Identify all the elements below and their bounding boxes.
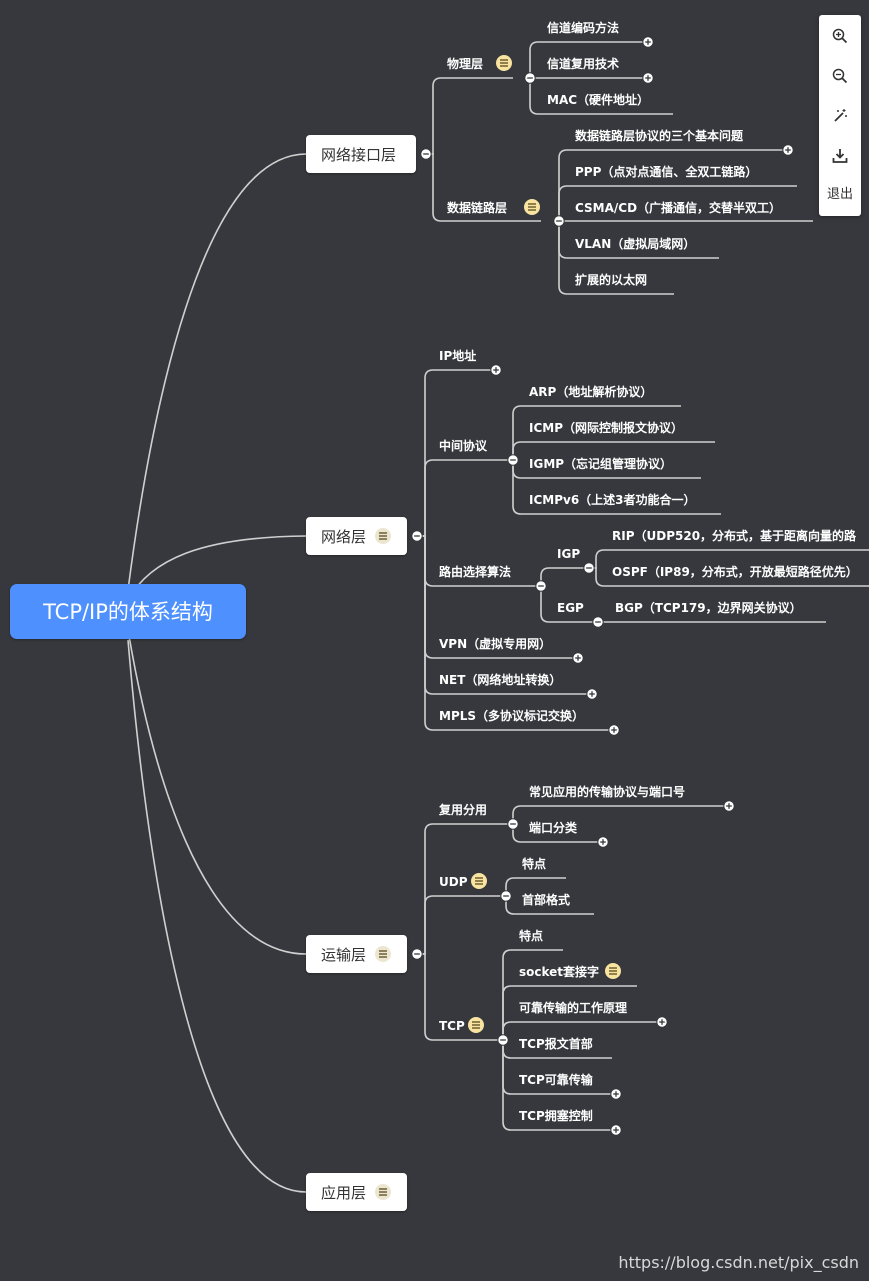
node-datalink-item[interactable]: 数据链路层协议的三个基本问题	[575, 128, 744, 143]
note-icon[interactable]	[524, 199, 540, 215]
expand-toggle[interactable]	[642, 36, 654, 48]
layer-node-transport[interactable]: 运输层	[306, 935, 407, 973]
node-middle-item[interactable]: ARP（地址解析协议）	[529, 384, 652, 399]
node-tcp-item[interactable]: 特点	[519, 928, 543, 943]
collapse-toggle[interactable]	[507, 454, 519, 466]
network-connectors	[417, 369, 869, 731]
layer-label: 运输层	[321, 946, 366, 964]
expand-toggle[interactable]	[572, 652, 584, 664]
collapse-toggle[interactable]	[497, 1034, 509, 1046]
node-tcp-item[interactable]: TCP报文首部	[519, 1036, 593, 1051]
node-physical[interactable]: 物理层	[447, 56, 483, 71]
layer-node-network[interactable]: 网络层	[306, 517, 407, 555]
node-physical-item[interactable]: MAC（硬件地址）	[547, 92, 649, 107]
zoom-in-icon	[832, 28, 848, 44]
node-datalink-item[interactable]: CSMA/CD（广播通信，交替半双工）	[575, 200, 781, 215]
node-physical-item[interactable]: 信道复用技术	[547, 56, 619, 71]
expand-toggle[interactable]	[610, 1124, 622, 1136]
exit-button[interactable]: 退出	[826, 187, 853, 202]
collapse-toggle[interactable]	[535, 580, 547, 592]
collapse-toggle[interactable]	[420, 148, 432, 160]
expand-toggle[interactable]	[782, 144, 794, 156]
collapse-toggle[interactable]	[411, 530, 423, 542]
node-datalink-item[interactable]: 扩展的以太网	[575, 272, 647, 287]
node-mux-item[interactable]: 端口分类	[529, 820, 578, 835]
network-nodes: IP地址 中间协议 ARP（地址解析协议） ICMP（网际控制报文协议） IGM…	[439, 348, 858, 723]
node-vpn[interactable]: VPN（虚拟专用网）	[439, 636, 551, 651]
layer-label: 网络接口层	[321, 146, 396, 164]
node-datalink-item[interactable]: PPP（点对点通信、全双工链路）	[575, 164, 757, 179]
note-icon[interactable]	[375, 1184, 391, 1200]
node-igp[interactable]: IGP	[557, 547, 580, 561]
expand-toggle[interactable]	[490, 364, 502, 376]
layer-node-network-interface[interactable]: 网络接口层	[306, 135, 416, 173]
zoom-out-button[interactable]	[819, 61, 861, 91]
node-tcp-item[interactable]: socket套接字	[519, 964, 599, 979]
collapse-toggle[interactable]	[553, 215, 565, 227]
note-icon[interactable]	[471, 873, 487, 889]
node-udp-item[interactable]: 首部格式	[522, 892, 570, 907]
node-igp-item[interactable]: RIP（UDP520，分布式，基于距离向量的路	[612, 528, 857, 543]
expand-toggle[interactable]	[608, 724, 620, 736]
node-middle-item[interactable]: ICMP（网际控制报文协议）	[529, 420, 683, 435]
note-icon[interactable]	[375, 528, 391, 544]
download-icon	[832, 149, 848, 163]
collapse-toggle[interactable]	[411, 948, 423, 960]
note-icon[interactable]	[496, 55, 512, 71]
node-net[interactable]: NET（网络地址转换）	[439, 672, 561, 687]
expand-toggle[interactable]	[597, 836, 609, 848]
node-mux[interactable]: 复用分用	[438, 802, 487, 817]
root-label: TCP/IP的体系结构	[42, 600, 213, 624]
node-mpls[interactable]: MPLS（多协议标记交换）	[439, 708, 584, 723]
collapse-toggle[interactable]	[507, 818, 519, 830]
root-connectors	[127, 153, 307, 1193]
note-icon[interactable]	[375, 946, 391, 962]
zoom-in-button[interactable]	[819, 21, 861, 51]
collapse-toggle[interactable]	[524, 72, 536, 84]
node-middle-protocols[interactable]: 中间协议	[439, 438, 488, 453]
node-tcp[interactable]: TCP	[439, 1019, 465, 1033]
expand-toggle[interactable]	[723, 800, 735, 812]
collapse-toggle[interactable]	[500, 890, 512, 902]
note-icon[interactable]	[468, 1017, 484, 1033]
node-igp-item[interactable]: OSPF（IP89，分布式，开放最短路径优先）	[612, 564, 858, 579]
expand-toggle[interactable]	[642, 72, 654, 84]
node-datalink[interactable]: 数据链路层	[447, 200, 507, 215]
magic-wand-icon	[834, 109, 847, 122]
watermark: https://blog.csdn.net/pix_csdn	[618, 1253, 859, 1273]
layer-label: 网络层	[321, 528, 366, 546]
transport-nodes: 复用分用 常见应用的传输协议与端口号 端口分类 UDP 特点 首部格式 TCP …	[438, 784, 685, 1123]
expand-toggle[interactable]	[610, 1088, 622, 1100]
node-ip-address[interactable]: IP地址	[439, 348, 476, 363]
download-button[interactable]	[819, 141, 861, 171]
zoom-out-icon	[832, 68, 848, 84]
toolbar: 退出	[819, 15, 861, 216]
node-middle-item[interactable]: ICMPv6（上述3者功能合一）	[529, 492, 696, 507]
layer-label: 应用层	[321, 1184, 366, 1202]
node-routing[interactable]: 路由选择算法	[439, 564, 511, 579]
layer-node-application[interactable]: 应用层	[306, 1173, 407, 1211]
auto-layout-button[interactable]	[819, 101, 861, 131]
node-mux-item[interactable]: 常见应用的传输协议与端口号	[529, 784, 685, 799]
collapse-toggle[interactable]	[592, 616, 604, 628]
node-tcp-item[interactable]: TCP拥塞控制	[519, 1108, 593, 1123]
network-interface-nodes: 物理层 信道编码方法 信道复用技术 MAC（硬件地址） 数据链路层 数据链路层协…	[447, 20, 781, 287]
node-tcp-item[interactable]: TCP可靠传输	[519, 1072, 594, 1087]
root-node[interactable]: TCP/IP的体系结构	[10, 584, 246, 639]
node-egp[interactable]: EGP	[557, 601, 584, 615]
transport-connectors	[417, 805, 729, 1131]
note-icon[interactable]	[605, 963, 621, 979]
node-udp-item[interactable]: 特点	[522, 856, 546, 871]
node-egp-item[interactable]: BGP（TCP179，边界网关协议）	[615, 600, 802, 615]
node-tcp-item[interactable]: 可靠传输的工作原理	[519, 1000, 627, 1015]
node-datalink-item[interactable]: VLAN（虚拟局域网）	[575, 236, 695, 251]
node-physical-item[interactable]: 信道编码方法	[547, 20, 619, 35]
node-middle-item[interactable]: IGMP（忘记组管理协议）	[529, 456, 672, 471]
collapse-toggle[interactable]	[583, 562, 595, 574]
expand-toggle[interactable]	[586, 688, 598, 700]
expand-toggle[interactable]	[656, 1016, 668, 1028]
node-udp[interactable]: UDP	[439, 875, 468, 889]
network-interface-connectors	[426, 41, 813, 295]
